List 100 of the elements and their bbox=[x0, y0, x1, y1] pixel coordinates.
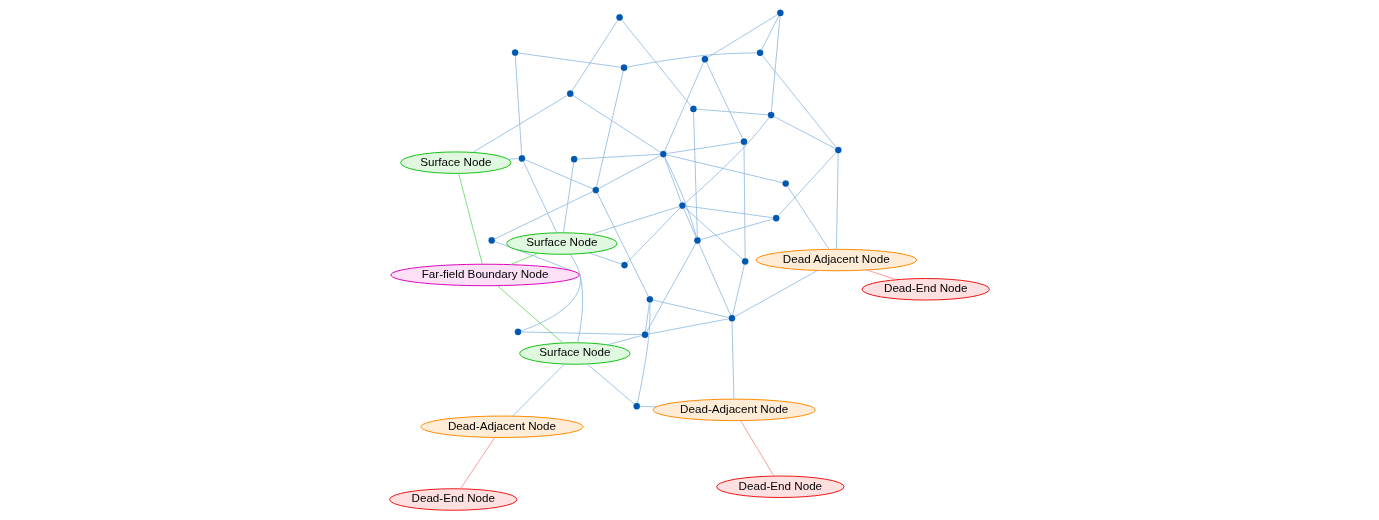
connector bbox=[664, 156, 697, 238]
node-ellipse: Dead Adjacent Node bbox=[755, 248, 917, 272]
connector bbox=[586, 363, 635, 405]
node-ellipse: Surface Node bbox=[400, 151, 512, 174]
connector bbox=[734, 270, 818, 318]
connector bbox=[707, 14, 779, 58]
node-circle bbox=[756, 49, 764, 57]
node-circle bbox=[646, 296, 654, 303]
connector bbox=[732, 264, 745, 316]
connector bbox=[569, 253, 584, 344]
node-circle bbox=[772, 214, 780, 222]
connector bbox=[572, 95, 661, 153]
node-ellipse: Dead-Adjacent Node bbox=[420, 415, 584, 438]
connector bbox=[637, 302, 651, 404]
connector bbox=[666, 141, 742, 154]
node-circle bbox=[570, 155, 578, 163]
connector bbox=[740, 420, 775, 477]
connector bbox=[696, 108, 769, 116]
connector bbox=[698, 243, 732, 316]
node-ellipse: Surface Node bbox=[506, 232, 618, 255]
connector bbox=[588, 252, 622, 265]
connector bbox=[596, 192, 649, 297]
node-circle bbox=[694, 237, 701, 244]
node-circle bbox=[740, 138, 748, 145]
node-ellipse: Surface Node bbox=[519, 342, 631, 365]
connector bbox=[836, 152, 839, 250]
connector bbox=[647, 318, 730, 335]
node-circle bbox=[616, 14, 623, 21]
connector bbox=[494, 191, 594, 240]
connector bbox=[563, 161, 575, 234]
node-ellipse: Dead-End Node bbox=[861, 278, 990, 301]
connector bbox=[665, 154, 784, 184]
node-circle bbox=[782, 180, 789, 187]
connector bbox=[664, 61, 705, 152]
connector bbox=[684, 207, 744, 260]
connector bbox=[472, 94, 568, 153]
connector bbox=[596, 70, 624, 188]
connector bbox=[507, 158, 520, 160]
node-circle bbox=[641, 331, 649, 338]
node-circle bbox=[621, 261, 628, 269]
connector bbox=[524, 159, 594, 190]
node-circle bbox=[488, 237, 495, 244]
node-ellipse: Far-field Boundary Node bbox=[390, 263, 580, 287]
node-circle bbox=[777, 9, 784, 17]
connector bbox=[663, 156, 682, 203]
connector bbox=[705, 61, 743, 140]
connector bbox=[685, 205, 774, 219]
connector bbox=[621, 19, 692, 107]
connector bbox=[458, 173, 483, 265]
connector bbox=[460, 437, 496, 490]
connector bbox=[522, 160, 558, 234]
node-circle bbox=[741, 258, 749, 265]
connector bbox=[761, 15, 780, 51]
node-circle bbox=[659, 150, 667, 158]
connector bbox=[590, 206, 680, 235]
connector bbox=[770, 15, 781, 113]
node-circle bbox=[767, 111, 775, 119]
node-circle bbox=[566, 90, 574, 97]
connector bbox=[598, 155, 661, 189]
connector bbox=[520, 331, 643, 335]
connector bbox=[606, 335, 643, 346]
connector bbox=[645, 302, 650, 332]
connector bbox=[517, 52, 622, 68]
connector bbox=[512, 363, 565, 417]
node-circle bbox=[679, 202, 686, 209]
node-circle bbox=[518, 155, 526, 162]
node-circle bbox=[728, 314, 736, 322]
connector bbox=[571, 19, 619, 92]
node-ellipse: Dead-End Node bbox=[389, 488, 518, 511]
connector bbox=[778, 151, 837, 217]
connector bbox=[652, 299, 730, 318]
connector bbox=[626, 52, 758, 68]
connector bbox=[787, 185, 830, 250]
connector bbox=[494, 241, 581, 332]
connector bbox=[743, 144, 746, 259]
node-ellipse: Dead-Adjacent Node bbox=[652, 398, 816, 422]
connector bbox=[576, 153, 661, 160]
connector bbox=[866, 269, 897, 281]
connector bbox=[683, 208, 697, 238]
node-circle bbox=[511, 49, 519, 56]
connector bbox=[731, 321, 735, 400]
node-circle bbox=[834, 146, 842, 154]
connector bbox=[761, 54, 837, 148]
connector bbox=[646, 242, 697, 333]
connector bbox=[700, 218, 774, 240]
node-circle bbox=[514, 328, 522, 336]
node-circle bbox=[690, 105, 697, 113]
connector bbox=[514, 55, 523, 156]
node-circle bbox=[633, 402, 641, 410]
node-circle bbox=[701, 55, 709, 63]
connector bbox=[626, 207, 681, 264]
node-ellipse: Dead-End Node bbox=[716, 475, 845, 498]
connector bbox=[693, 111, 698, 238]
node-circle bbox=[592, 186, 600, 194]
connector bbox=[510, 252, 539, 265]
connector bbox=[773, 116, 836, 149]
node-circle bbox=[620, 64, 628, 71]
connector bbox=[684, 117, 770, 204]
connector bbox=[639, 405, 657, 408]
connector bbox=[496, 285, 564, 344]
